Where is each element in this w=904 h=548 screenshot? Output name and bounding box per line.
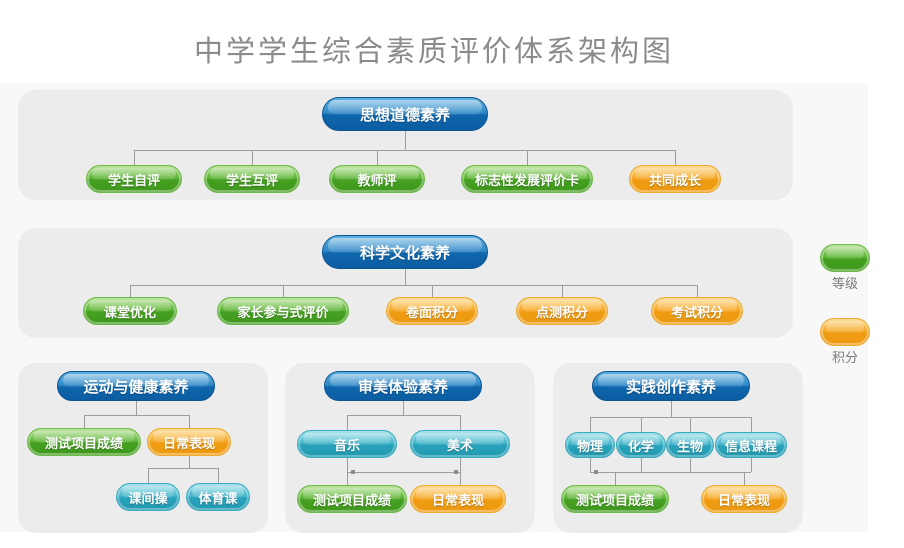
node-test-scores: 测试项目成绩 [561, 485, 669, 513]
connector-line [136, 401, 137, 415]
connector-line [690, 458, 691, 472]
connector-line [148, 468, 149, 483]
node-common-growth: 共同成长 [629, 165, 721, 193]
connector-line [283, 285, 284, 297]
node-science-culture: 科学文化素养 [322, 235, 488, 269]
connector-line [130, 285, 697, 286]
connector-arrow [454, 470, 458, 474]
connector-line [347, 458, 348, 485]
node-daily-performance: 日常表现 [147, 428, 231, 456]
connector-line [347, 472, 460, 473]
connector-line [590, 458, 591, 472]
node-info-course: 信息课程 [715, 432, 787, 458]
node-daily-performance: 日常表现 [701, 485, 787, 513]
connector-line [562, 285, 563, 297]
connector-line [460, 415, 461, 430]
connector-line [189, 456, 190, 468]
connector-line [697, 285, 698, 297]
node-music: 音乐 [297, 430, 397, 458]
legend-grade-label: 等级 [831, 276, 858, 291]
node-exam-points: 考试积分 [651, 297, 743, 325]
legend-points-swatch [820, 318, 870, 346]
node-paper-points: 卷面积分 [386, 297, 478, 325]
connector-arrow [351, 470, 355, 474]
connector-line [189, 415, 190, 428]
connector-line [134, 150, 135, 165]
panel-aesthetic-experience: 审美体验素养 音乐 美术 测试项目成绩 日常表现 [285, 363, 535, 533]
connector-line [460, 458, 461, 485]
legend-points-label: 积分 [831, 350, 858, 365]
connector-line [675, 150, 676, 165]
node-moral-quality: 思想道德素养 [322, 97, 488, 131]
node-development-card: 标志性发展评价卡 [461, 165, 593, 193]
connector-line [405, 269, 406, 285]
node-parent-participation-eval: 家长参与式评价 [217, 297, 349, 325]
node-practice-creation: 实践创作素养 [592, 371, 750, 401]
connector-line [590, 472, 751, 473]
node-test-scores: 测试项目成绩 [27, 428, 141, 456]
connector-line [744, 472, 745, 485]
panel-science-culture: 科学文化素养 课堂优化 家长参与式评价 卷面积分 点测积分 考试积分 [18, 228, 793, 338]
connector-line [130, 285, 131, 297]
node-chemistry: 化学 [616, 432, 666, 458]
node-test-scores: 测试项目成绩 [297, 485, 407, 513]
panel-moral-quality: 思想道德素养 学生自评 学生互评 教师评 标志性发展评价卡 共同成长 [18, 90, 793, 200]
node-student-peer-eval: 学生互评 [204, 165, 300, 193]
node-art: 美术 [410, 430, 510, 458]
connector-line [377, 150, 378, 165]
node-pe-class: 体育课 [186, 483, 250, 511]
node-recess-exercise: 课间操 [116, 483, 180, 511]
node-daily-performance: 日常表现 [410, 485, 506, 513]
connector-line [615, 472, 616, 485]
connector-line [84, 415, 189, 416]
connector-line [218, 468, 219, 483]
connector-line [134, 150, 675, 151]
node-spot-test-points: 点测积分 [516, 297, 608, 325]
node-physics: 物理 [565, 432, 615, 458]
panel-sports-health: 运动与健康素养 测试项目成绩 日常表现 课间操 体育课 [18, 363, 268, 533]
connector-line [403, 401, 404, 415]
node-class-optimization: 课堂优化 [83, 297, 177, 325]
connector-line [641, 458, 642, 472]
connector-line [84, 415, 85, 428]
connector-line [641, 417, 642, 432]
connector-arrow [594, 470, 598, 474]
node-sports-health: 运动与健康素养 [57, 371, 215, 401]
connector-line [252, 150, 253, 165]
connector-line [751, 417, 752, 432]
connector-line [690, 417, 691, 432]
node-teacher-eval: 教师评 [329, 165, 425, 193]
connector-line [527, 150, 528, 165]
connector-line [148, 468, 218, 469]
connector-line [590, 417, 591, 432]
connector-line [432, 285, 433, 297]
legend-grade-swatch [820, 244, 870, 272]
node-aesthetic-experience: 审美体验素养 [324, 371, 482, 401]
panel-practice-creation: 实践创作素养 物理 化学 生物 信息课程 测试项目成绩 日常表现 [553, 363, 803, 533]
node-biology: 生物 [666, 432, 714, 458]
connector-line [590, 417, 751, 418]
page-title: 中学学生综合素质评价体系架构图 [193, 36, 674, 69]
connector-line [347, 415, 460, 416]
connector-line [751, 458, 752, 472]
connector-line [671, 401, 672, 417]
connector-line [347, 415, 348, 430]
connector-line [405, 131, 406, 150]
node-student-self-eval: 学生自评 [86, 165, 182, 193]
